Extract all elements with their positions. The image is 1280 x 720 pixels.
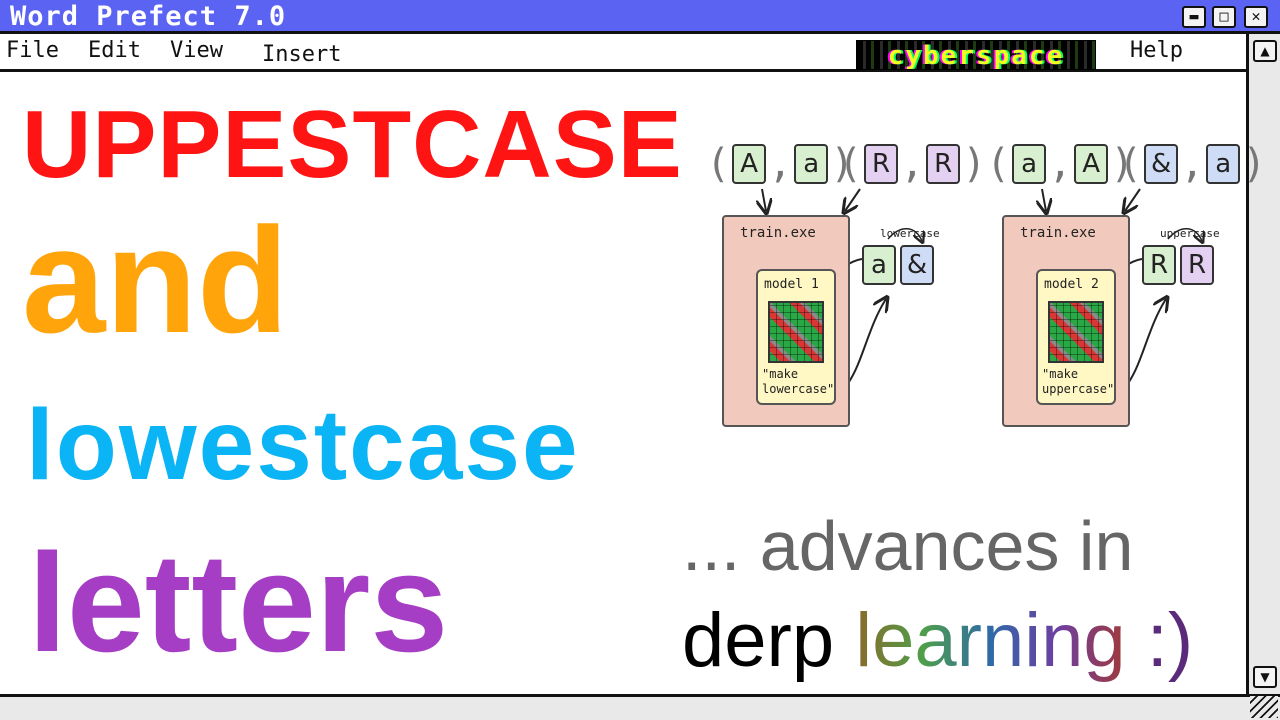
menu-file[interactable]: File xyxy=(6,38,59,63)
input-pair-2: (&,a) xyxy=(1118,141,1267,187)
title-bar: Word Prefect 7.0 ▬ □ ✕ xyxy=(0,0,1280,34)
diagram-model-2: (a,A) (&,a) train.exe model 2 "make uppe… xyxy=(980,139,1266,439)
output-label: lowercase xyxy=(880,227,940,240)
output-pair: a & xyxy=(860,245,936,285)
word-and: and xyxy=(22,196,289,364)
card-letter: A xyxy=(732,144,767,184)
model-label: model 2 xyxy=(1044,277,1099,292)
scroll-up-icon[interactable]: ▲ xyxy=(1253,40,1277,62)
card-letter: & xyxy=(1144,144,1179,184)
menu-edit[interactable]: Edit xyxy=(88,38,141,63)
smiley-text: :) xyxy=(1125,598,1194,683)
resize-grip-icon[interactable] xyxy=(1250,696,1278,718)
model-label: model 1 xyxy=(764,277,819,292)
card-letter: R xyxy=(1180,245,1214,285)
menu-insert[interactable]: Insert xyxy=(262,42,342,67)
derp-learning-line: derp learning :) xyxy=(682,603,1193,679)
close-button[interactable]: ✕ xyxy=(1244,6,1268,28)
card-letter: R xyxy=(926,144,961,184)
minimize-button[interactable]: ▬ xyxy=(1182,6,1206,28)
vertical-scrollbar[interactable]: ▲ ▼ xyxy=(1246,34,1280,694)
document-area[interactable]: UPPESTCASE and lowestcase letters ... ad… xyxy=(0,75,1266,694)
train-exe-box: train.exe model 2 "make uppercase" xyxy=(1002,215,1130,427)
cyberspace-badge[interactable]: cyberspace xyxy=(856,40,1096,70)
input-pair-1: (a,A) xyxy=(986,141,1135,187)
card-letter: A xyxy=(1074,144,1109,184)
input-pair-1: (A,a) xyxy=(706,141,855,187)
scroll-down-icon[interactable]: ▼ xyxy=(1253,666,1277,688)
cyberspace-label: cyberspace xyxy=(887,41,1065,70)
word-uppestcase: UPPESTCASE xyxy=(22,91,683,198)
train-exe-box: train.exe model 1 "make lowercase" xyxy=(722,215,850,427)
output-label: uppercase xyxy=(1160,227,1220,240)
learning-text: learning xyxy=(855,598,1126,683)
menu-help[interactable]: Help xyxy=(1130,38,1183,63)
menu-view[interactable]: View xyxy=(170,38,223,63)
weights-grid-icon xyxy=(1048,301,1104,363)
train-exe-label: train.exe xyxy=(740,225,816,241)
diagram-model-1: (A,a) (R,R) train.exe model 1 "make lowe… xyxy=(700,139,986,439)
advances-text: ... advances in xyxy=(682,507,1134,585)
word-letters: letters xyxy=(28,524,449,681)
status-bar xyxy=(0,694,1280,720)
word-lowestcase: lowestcase xyxy=(26,389,580,501)
window-title: Word Prefect 7.0 xyxy=(10,1,287,32)
card-letter: R xyxy=(864,144,899,184)
maximize-button[interactable]: □ xyxy=(1212,6,1236,28)
input-pair-2: (R,R) xyxy=(838,141,987,187)
weights-grid-icon xyxy=(768,301,824,363)
card-letter: & xyxy=(900,245,934,285)
card-letter: a xyxy=(1012,144,1047,184)
card-letter: R xyxy=(1142,245,1176,285)
derp-text: derp xyxy=(682,598,856,683)
model-box: model 2 "make uppercase" xyxy=(1036,269,1116,405)
card-letter: a xyxy=(1206,144,1241,184)
output-pair: R R xyxy=(1140,245,1216,285)
train-exe-label: train.exe xyxy=(1020,225,1096,241)
model-caption: "make lowercase" xyxy=(762,367,835,396)
model-caption: "make uppercase" xyxy=(1042,367,1115,396)
card-letter: a xyxy=(794,144,829,184)
model-box: model 1 "make lowercase" xyxy=(756,269,836,405)
card-letter: a xyxy=(862,245,896,285)
